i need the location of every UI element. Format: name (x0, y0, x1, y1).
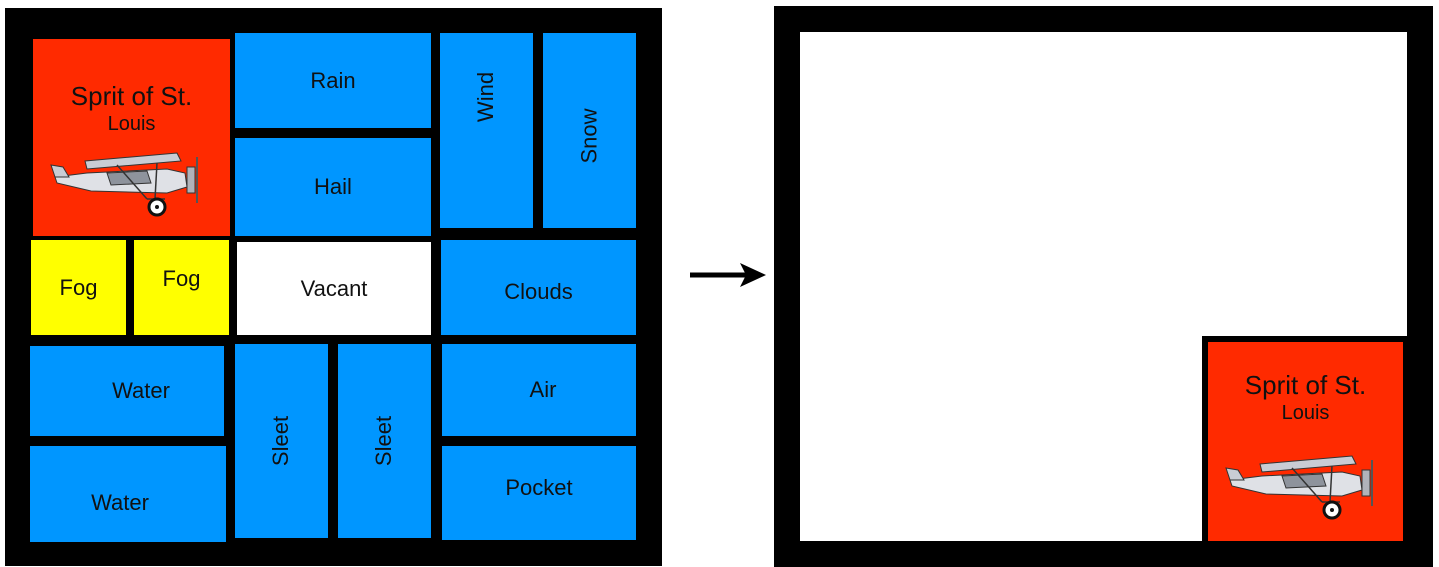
block-hail-label: Hail (314, 174, 352, 199)
block-sleet-1-label: Sleet (268, 415, 294, 467)
goal-board: Sprit of St. Louis (774, 6, 1433, 567)
block-water-1-label: Water (112, 378, 170, 403)
block-fog-2-label: Fog (162, 265, 201, 291)
block-fog-2[interactable]: Fog (134, 240, 229, 335)
vacant-space-label: Vacant (300, 275, 368, 301)
target-block[interactable]: Sprit of St. Louis (33, 39, 230, 236)
goal-target-block: Sprit of St. Louis (1208, 342, 1403, 541)
block-water-1[interactable]: Water (30, 346, 224, 436)
block-wind[interactable]: Wind (440, 33, 533, 228)
block-sleet-1[interactable]: Sleet (235, 344, 328, 538)
block-fog-1[interactable]: Fog (31, 240, 126, 335)
block-snow[interactable]: Snow (543, 33, 636, 228)
block-snow-label: Snow (576, 107, 602, 164)
vacant-space[interactable]: Vacant (237, 242, 431, 335)
block-pocket-label: Pocket (505, 475, 573, 500)
block-wind-label: Wind (473, 71, 499, 122)
airplane-icon (1225, 455, 1373, 520)
target-block-label-line1: Sprit of St. (70, 81, 193, 111)
block-air-label: Air (529, 377, 557, 402)
block-water-2[interactable]: Water (30, 446, 226, 542)
block-clouds[interactable]: Clouds (441, 240, 636, 335)
start-board: Sprit of St. Louis Rain Hail (5, 8, 662, 566)
block-rain[interactable]: Rain (235, 33, 431, 128)
airplane-icon (50, 152, 198, 217)
right-arrow-icon (690, 263, 766, 287)
block-sleet-2[interactable]: Sleet (338, 344, 431, 538)
block-pocket[interactable]: Pocket (442, 446, 636, 540)
block-hail[interactable]: Hail (235, 138, 431, 236)
block-fog-1-label: Fog (59, 274, 98, 300)
goal-target-label-line2: Louis (1281, 402, 1330, 424)
block-water-2-label: Water (91, 490, 149, 515)
block-sleet-2-label: Sleet (371, 415, 397, 467)
block-clouds-label: Clouds (504, 278, 573, 304)
block-air[interactable]: Air (442, 344, 636, 436)
block-rain-label: Rain (310, 67, 356, 93)
target-block-label-line2: Louis (107, 113, 156, 135)
goal-target-label-line1: Sprit of St. (1244, 370, 1367, 400)
